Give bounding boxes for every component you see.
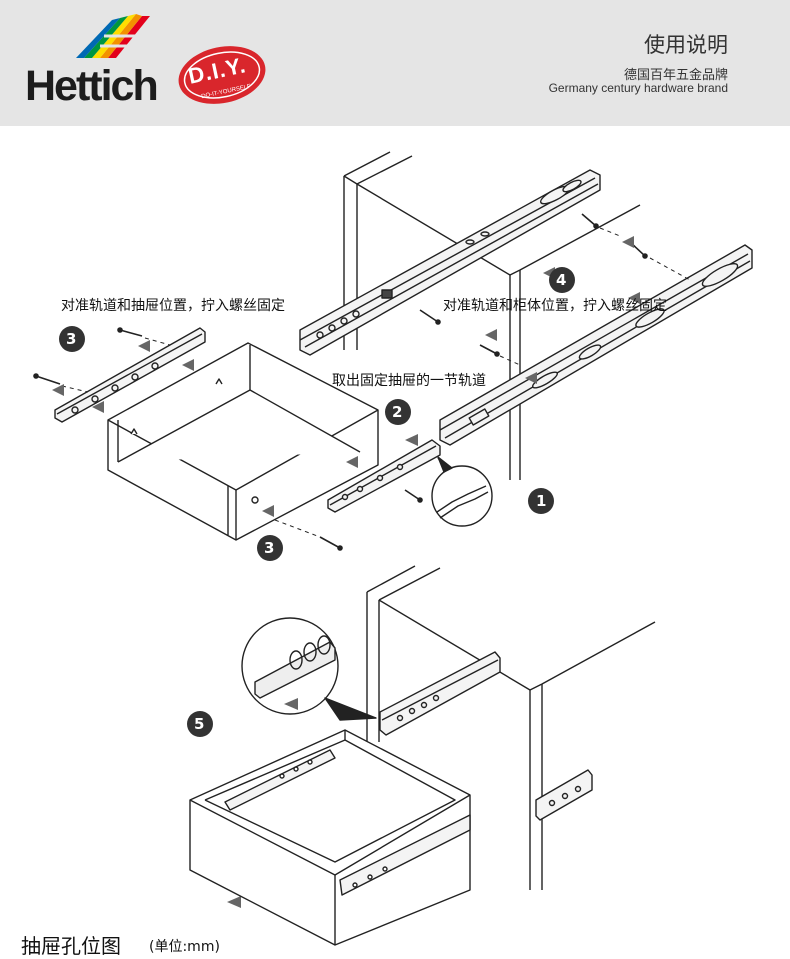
step-number-4: 4 — [556, 271, 567, 289]
step-number-3b: 3 — [264, 539, 275, 557]
step-number-2: 2 — [392, 403, 403, 421]
diy-badge-icon — [178, 46, 266, 104]
step-badge-3a — [59, 326, 85, 352]
cabinet-rail-lower — [439, 244, 753, 446]
guide-lines — [61, 227, 691, 538]
cabinet-lower — [366, 565, 656, 890]
step-number-5: 5 — [194, 715, 205, 733]
drawer-rail-left — [54, 327, 206, 423]
hettich-stripes-icon — [76, 14, 150, 58]
step-badge-1 — [528, 488, 554, 514]
detail-circle-5 — [241, 617, 377, 721]
cabinet-rail-upper — [299, 169, 601, 356]
step-badge-2 — [385, 399, 411, 425]
hole-diagram-title: 抽屉孔位图 — [21, 934, 121, 958]
step-3-caption: 对准轨道和抽屉位置，拧入螺丝固定 — [61, 298, 285, 314]
cabinet-rail-assembled — [379, 651, 593, 821]
brand-tagline-en: Germany century hardware brand — [548, 81, 728, 95]
step-badge-3b — [257, 535, 283, 561]
brand-logo — [76, 14, 266, 104]
step-number-3a: 3 — [66, 330, 77, 348]
drawer-rail-loose — [327, 439, 441, 513]
arrow-markers — [52, 236, 640, 908]
drawer-box-lower — [189, 729, 471, 946]
step-badge-5 — [187, 711, 213, 737]
header-banner: Hettich D.I.Y. DO-IT-YOURSELF 使用说明 德国百年五… — [0, 0, 790, 126]
drawer-box-upper — [107, 342, 379, 541]
step-2-caption: 取出固定抽屉的一节轨道 — [332, 373, 486, 389]
detail-circle-1 — [431, 456, 493, 527]
step-badge-4 — [549, 267, 575, 293]
brand-tagline-cn: 德国百年五金品牌 — [623, 68, 728, 83]
brand-name: Hettich — [25, 62, 159, 110]
step-number-1: 1 — [536, 492, 547, 510]
unit-label: (单位:mm) — [149, 939, 220, 955]
page-title: 使用说明 — [644, 33, 728, 57]
step-4-caption: 对准轨道和柜体位置，拧入螺丝固定 — [443, 298, 667, 314]
